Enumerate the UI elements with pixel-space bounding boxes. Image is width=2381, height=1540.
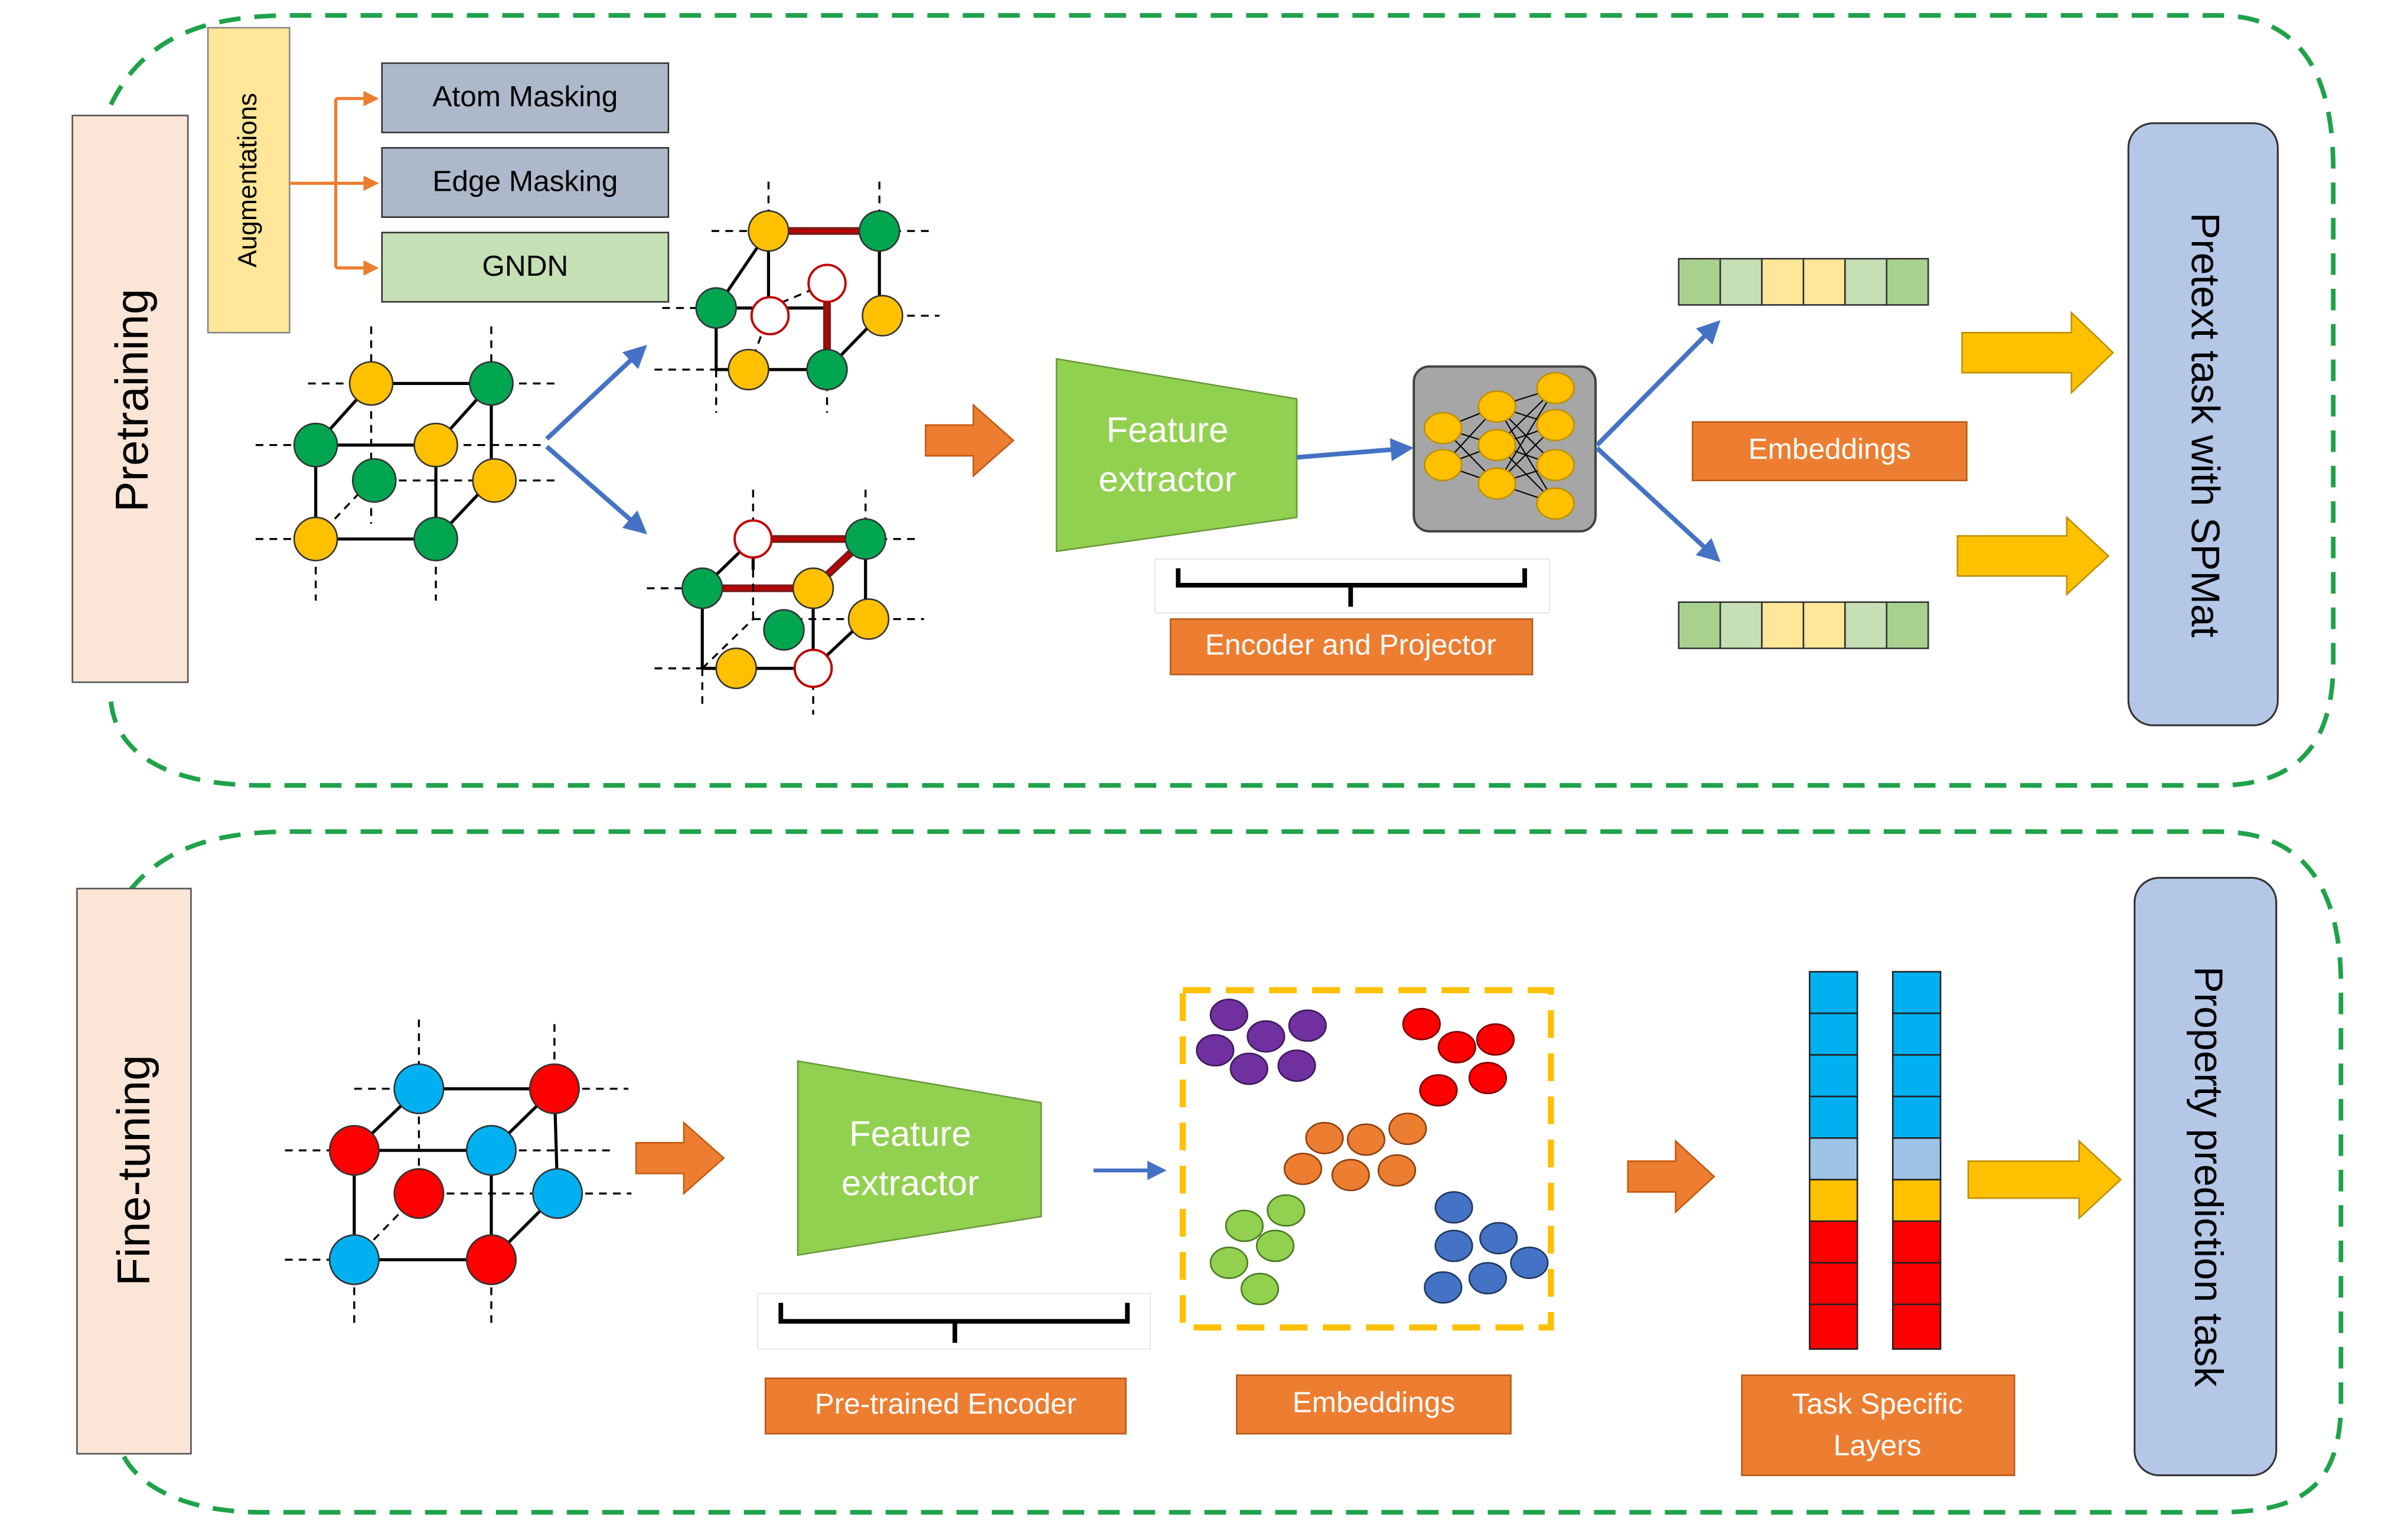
task-layer-stack-right [1891,971,1942,1350]
yellow-arrow-bottom [1956,515,2110,596]
finetuning-panel-border [109,829,2344,1515]
property-prediction-box: Property prediction task [2134,876,2278,1477]
embeddings-label: Embeddings [1749,432,1911,465]
pretraining-embeddings-label-box: Embeddings [1691,421,1968,481]
feature-extractor-label: Feature [1107,410,1229,450]
aug-option-atom-masking: Atom Masking [381,62,670,133]
feature-extractor-label: extractor [841,1163,979,1203]
projector-network-icon [1413,365,1597,533]
finetuning-side-panel: Fine-tuning [76,888,192,1455]
branch-arrow-up [545,345,647,441]
encoder-projector-label-box: Encoder and Projector [1169,618,1534,676]
pretrained-encoder-label: Pre-trained Encoder [815,1387,1077,1420]
embedding-clusters [1179,987,1554,1331]
pretraining-panel-border [108,13,2336,788]
pretraining-label: Pretraining [106,289,158,512]
branch-arrow-down [545,445,648,534]
pretrained-encoder-label-box: Pre-trained Encoder [764,1377,1127,1435]
finetuning-label: Fine-tuning [107,1055,159,1285]
yellow-arrow-finetune [1967,1139,2122,1220]
finetuning-feature-extractor: Feature extractor [797,1060,1042,1257]
aug-option-label: Edge Masking [432,164,618,197]
task-specific-layers-label-box: Task Specific Layers [1741,1374,2015,1476]
finetuning-orange-arrow-1 [635,1121,725,1196]
pretext-task-box: Pretext task with SPMat [2127,122,2279,726]
task-layers-label: Layers [1834,1429,1922,1462]
aug-option-label: Atom Masking [432,80,618,113]
pretraining-side-panel: Pretraining [71,115,189,683]
finetuning-orange-arrow-2 [1627,1139,1715,1214]
pretrained-encoder-brace [757,1293,1151,1350]
encoder-projector-brace [1154,558,1550,614]
crystal-lattice-original [255,326,555,601]
encoder-projector-label: Encoder and Projector [1205,628,1496,661]
projector-to-embedding-down [1595,446,1721,563]
aug-option-edge-masking: Edge Masking [381,147,670,218]
feature-extractor-label: Feature [849,1114,971,1154]
crystal-lattice-finetune [285,1019,632,1324]
embedding-vector-top [1678,257,1929,306]
task-layers-label: Task Specific [1792,1387,1963,1420]
projector-to-embedding-up [1595,320,1721,447]
embedding-vector-bottom [1678,601,1929,650]
crystal-lattice-augmented-1 [654,181,940,413]
extractor-to-projector-arrow [1296,438,1414,461]
yellow-arrow-top [1961,311,2115,395]
augmentation-connector [289,90,379,276]
crystal-lattice-augmented-2 [647,490,924,715]
finetuning-embeddings-label-box: Embeddings [1235,1374,1512,1435]
pretraining-feature-extractor: Feature extractor [1055,358,1298,553]
embeddings-label: Embeddings [1293,1386,1455,1419]
task-layer-stack-left [1809,971,1858,1350]
augmentations-label: Augmentations [233,93,262,267]
pretext-task-label: Pretext task with SPMat [2183,213,2227,638]
aug-option-gndn: GNDN [381,231,670,303]
feature-extractor-label: extractor [1098,459,1236,499]
pretraining-orange-arrow [925,403,1015,478]
property-prediction-label: Property prediction task [2186,966,2230,1386]
aug-option-label: GNDN [482,249,568,282]
augmentations-box: Augmentations [207,27,291,334]
